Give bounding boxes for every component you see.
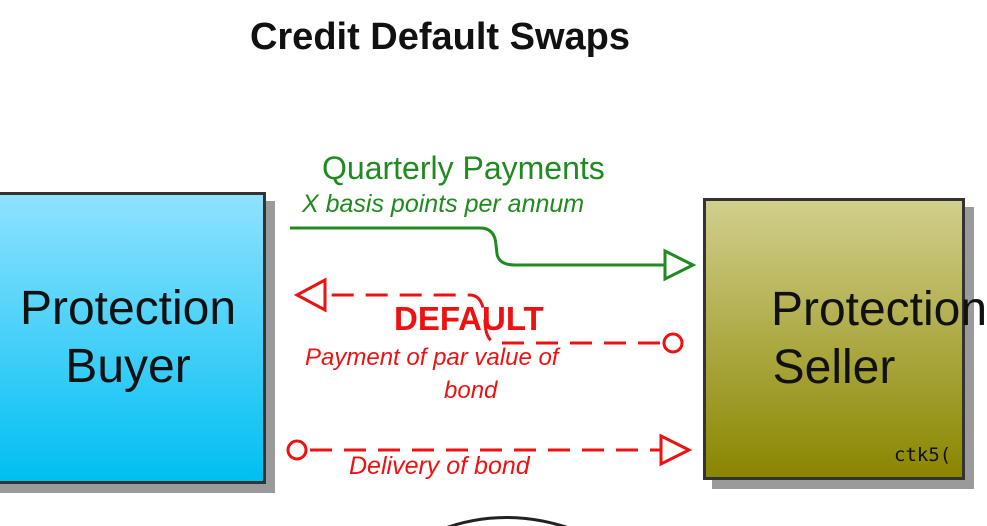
seller-label-line1: Protection	[770, 283, 987, 337]
protection-buyer-box: Protection Buyer	[0, 192, 266, 484]
watermark: ctk5(	[894, 444, 952, 466]
seller-label-line2: Seller	[772, 341, 896, 394]
quarterly-payments-arrow	[290, 226, 697, 282]
basis-points-label: X basis points per annum	[302, 190, 585, 218]
delivery-of-bond-label: Delivery of bond	[349, 452, 530, 480]
default-payment-arrow	[293, 277, 684, 354]
protection-seller-box: Protection Seller	[703, 198, 987, 480]
decorative-arc	[446, 516, 568, 526]
flow-arrows	[286, 226, 697, 526]
buyer-label-line2: Buyer	[65, 340, 191, 393]
delivery-arrow	[286, 433, 693, 467]
buyer-label-line1: Protection	[19, 282, 237, 336]
quarterly-payments-label: Quarterly Payments	[322, 150, 605, 186]
payment-bond-label: bond	[444, 377, 498, 404]
payment-par-value-label: Payment of par value of	[305, 344, 559, 371]
default-label: DEFAULT	[394, 300, 544, 337]
page-title: Credit Default Swaps	[249, 16, 631, 58]
